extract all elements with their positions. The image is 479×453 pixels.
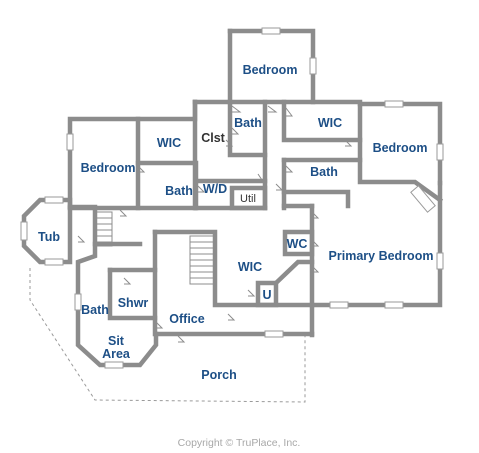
label-sit-area-line2: Area [102,347,131,361]
stairs [95,211,215,285]
label-u: U [262,288,271,302]
label-bath-left: Bath [81,303,109,317]
label-bedroom-left: Bedroom [81,161,136,175]
label-primary-bedroom: Primary Bedroom [329,249,434,263]
room-labels: Bedroom Bedroom Bedroom WIC WIC WIC Clst… [38,63,433,382]
label-tub: Tub [38,230,60,244]
label-util: Util [240,193,256,205]
porch-outline [29,268,306,403]
label-wc: WC [287,237,308,251]
interior-walls [67,99,363,337]
windows [20,27,444,369]
door-swings [77,105,353,343]
label-wic-left: WIC [157,136,181,150]
label-shwr: Shwr [118,296,149,310]
label-bath-right: Bath [310,165,338,179]
label-wic-center: WIC [238,260,262,274]
label-porch: Porch [201,368,236,382]
label-wic-right: WIC [318,116,342,130]
label-wd: W/D [203,182,227,196]
copyright-text: Copyright © TruPlace, Inc. [178,437,301,449]
label-sit-area-line1: Sit [108,334,125,348]
label-bath-top: Bath [234,116,262,130]
label-clst: Clst [201,131,225,145]
label-bath-center: Bath [165,184,193,198]
label-bedroom-right: Bedroom [373,141,428,155]
label-bedroom-top: Bedroom [243,63,298,77]
exterior-walls [21,28,444,368]
label-office: Office [169,312,204,326]
